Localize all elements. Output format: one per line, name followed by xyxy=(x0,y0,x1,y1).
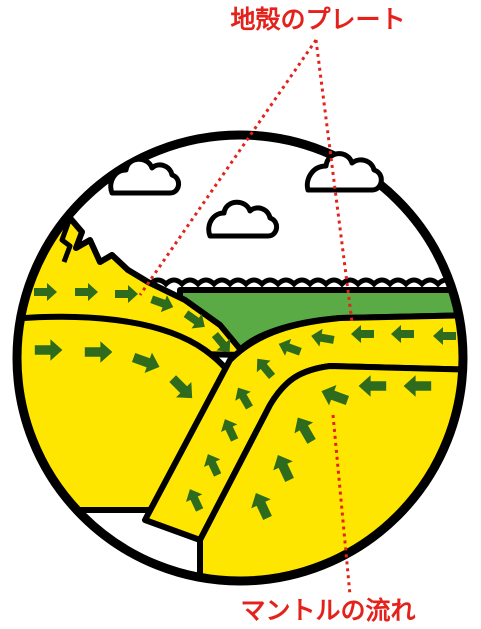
mantle-flow-label: マントルの流れ xyxy=(240,596,415,625)
plate-label: 地殻のプレート xyxy=(230,5,405,34)
cross-section xyxy=(0,218,481,629)
